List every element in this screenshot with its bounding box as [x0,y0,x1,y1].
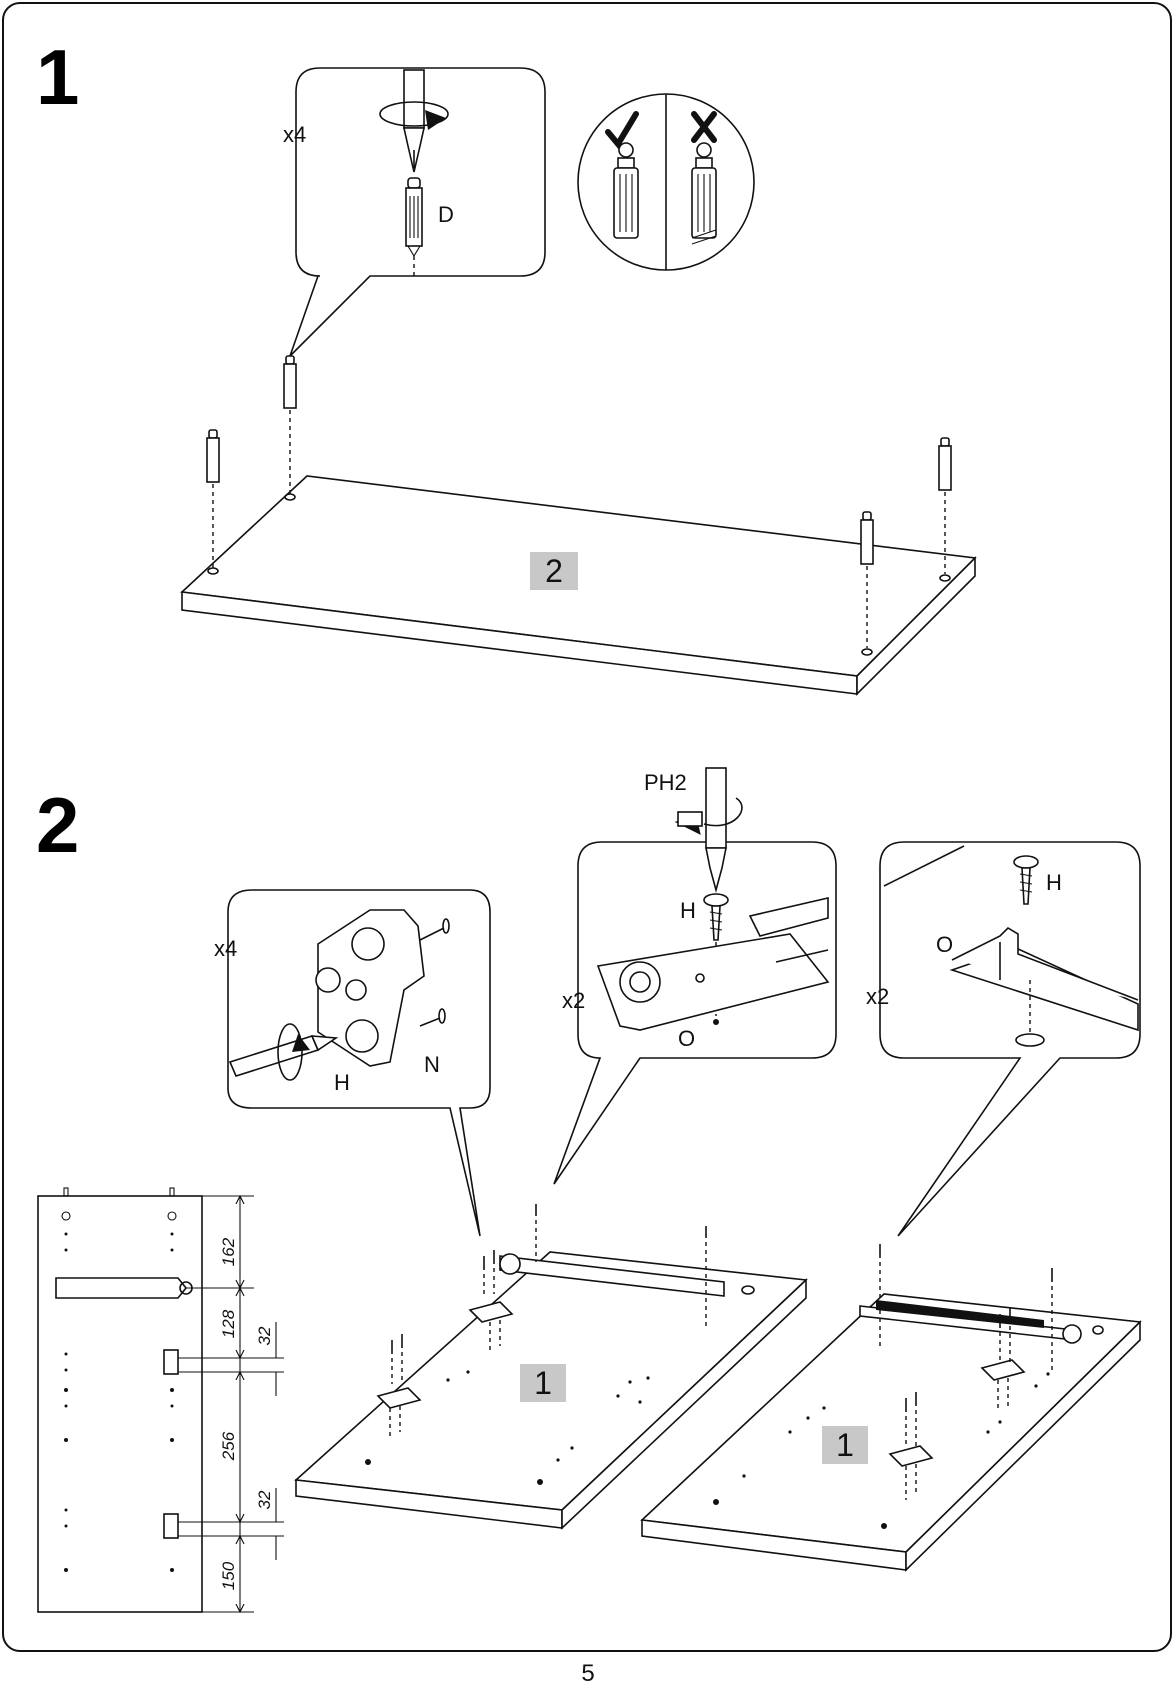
hinge-plate-icon [376,1301,514,1409]
step-1-correct-incorrect-circle [577,93,755,271]
dimension-162: 162 [219,1237,238,1266]
step-1-dowel-callout: x4 D [283,67,546,357]
dowel-icon [206,429,220,568]
dowels [206,355,952,648]
step-2-hinge-callout: x4 H N [214,889,491,1237]
dimension-150: 150 [219,1561,238,1590]
check-icon [605,111,639,150]
page-number: 5 [581,1660,595,1687]
step-1-panel-tag [530,552,578,590]
step-1-panel-label: 2 [545,553,563,589]
drawer-slide-icon [596,896,830,1031]
step-1-number: 1 [36,33,79,121]
cross-icon [691,111,717,143]
left-panel-tag [520,1364,566,1402]
step-1-quantity: x4 [283,122,306,147]
drawer-slide-icon [949,926,1139,1047]
elevation-hinge-upper [163,1349,179,1375]
elevation-holes [64,1232,174,1572]
dimension-256: 256 [219,1431,238,1461]
elevation-slide [55,1277,193,1299]
rotate-arrow-icon [674,797,743,835]
screw-icon [879,1244,1053,1500]
drawer-slide-icon [859,1300,1104,1344]
step-2-right-callout: H O x2 [866,841,1141,1237]
hinge-plate-icon [315,909,450,1067]
dowel-icon [405,177,423,276]
dimension-32-lower: 32 [255,1490,274,1509]
drawer-slide-icon [499,1253,755,1297]
slide-screw-label: H [680,898,696,923]
dimension-lines [178,1194,284,1614]
right-panel-label: 1 [836,1427,854,1463]
screwdriver-icon [403,69,425,173]
page-frame [2,2,1172,1652]
dimension-128: 128 [219,1309,238,1338]
side-elevation: 162 128 32 256 32 150 [37,1187,284,1614]
hinge-plate-icon [888,1359,1026,1467]
right-part-label: O [936,932,953,957]
left-panel-holes [365,1370,650,1485]
step-1-part-label: D [438,202,454,227]
step-1-panel: 2 [180,475,977,696]
dowel-icon [938,437,952,574]
screw-icon [1013,855,1039,905]
tool-label: PH2 [644,770,687,795]
right-screw-label: H [1046,870,1062,895]
right-quantity: x2 [866,984,889,1009]
dowel-correct-icon [613,142,639,239]
hinge-part-label: N [424,1052,440,1077]
step-2-left-panel: 1 [294,1204,808,1530]
step-2-right-panel: 1 [640,1244,1142,1572]
dowel-incorrect-icon [691,142,717,245]
screwdriver-icon [705,767,727,894]
dimension-32-upper: 32 [255,1326,274,1345]
right-panel-tag [822,1426,868,1464]
dowel-icon [283,355,297,494]
hinge-screw-label: H [334,1070,350,1095]
right-panel-holes [713,1372,1050,1529]
step-2-number: 2 [36,781,79,869]
step-2-slide-callout: H x2 O [553,767,837,1185]
rotate-arrow-icon [379,101,449,130]
slide-quantity: x2 [562,988,585,1013]
hinge-quantity: x4 [214,936,237,961]
elevation-hinge-lower [163,1513,179,1539]
dowel-icon [860,511,874,648]
screw-icon [389,1204,707,1436]
left-panel-label: 1 [534,1365,552,1401]
screw-icon [703,893,729,1016]
slide-part-label: O [678,1026,695,1051]
screwdriver-icon [228,1023,339,1081]
